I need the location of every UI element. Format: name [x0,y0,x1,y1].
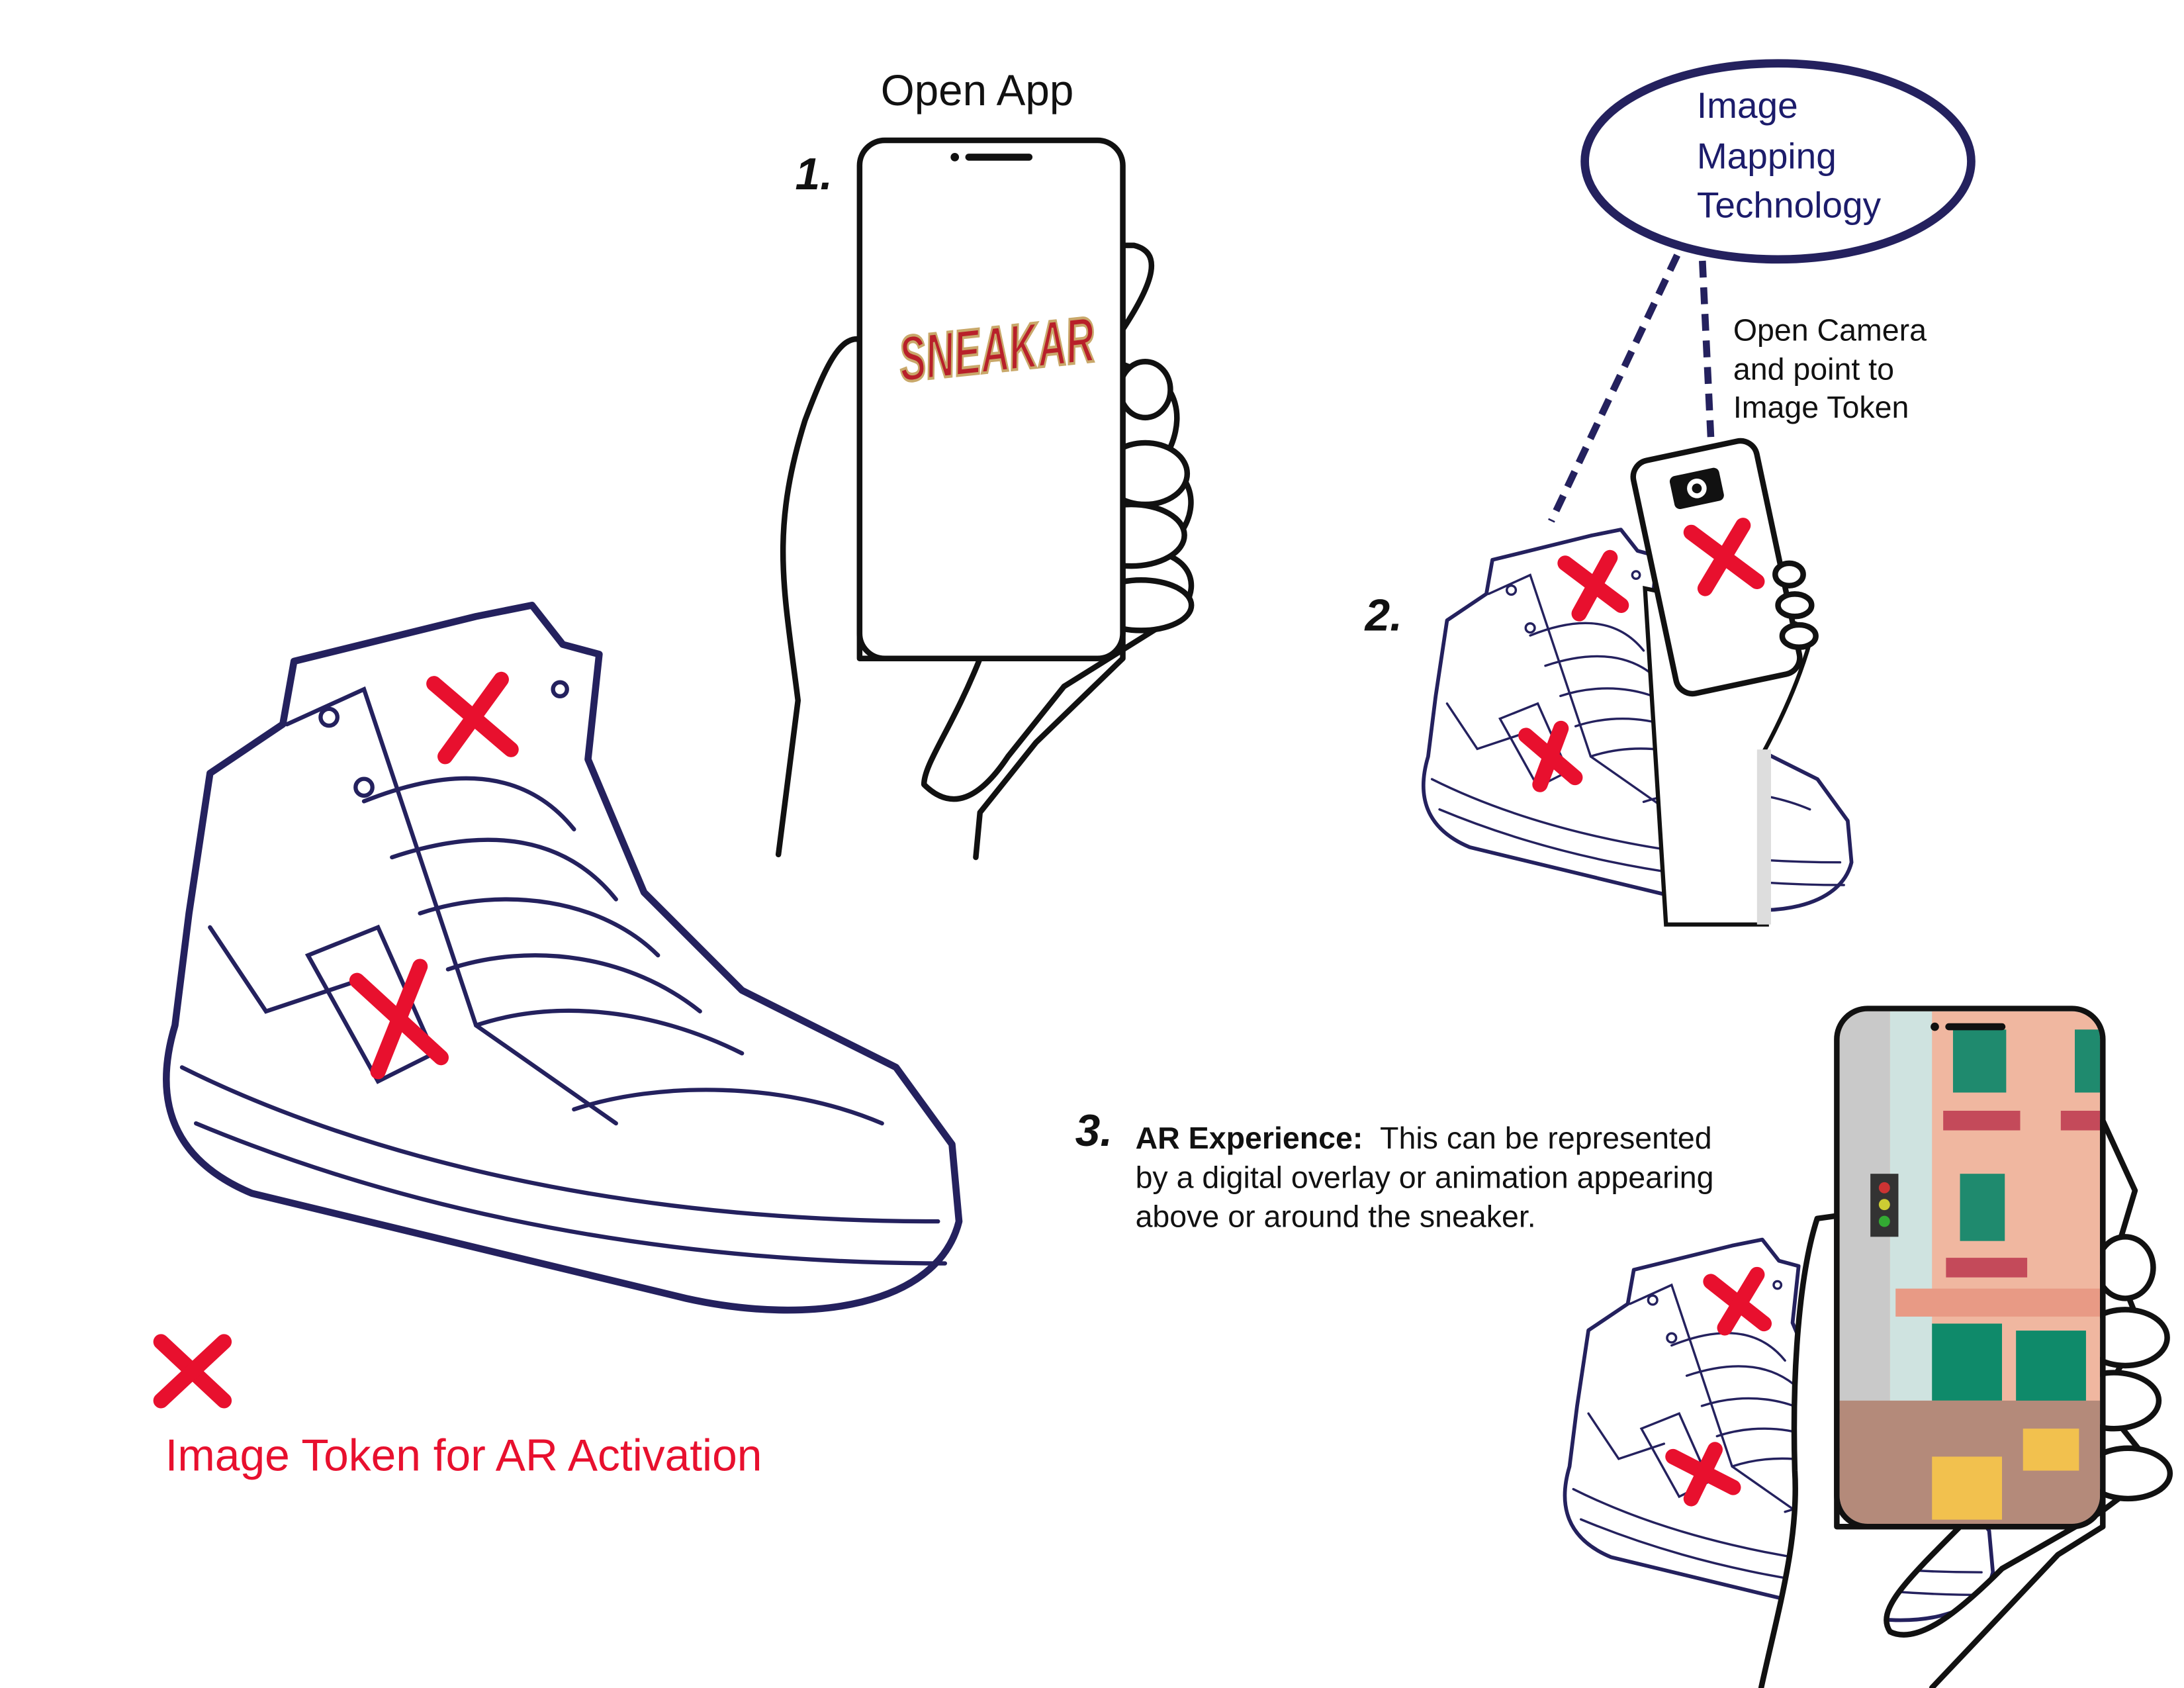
step2-instruction-1: Open Camera [1733,313,1927,348]
step3-number: 3. [1075,1106,1113,1156]
ar-city-scene [1840,1011,2103,1526]
image-mapping-bubble: Image Mapping Technology [1585,64,1972,259]
step1-number: 1. [796,150,833,199]
step3-line-1: This can be represented [1380,1121,1712,1155]
legend-red-x-icon [161,1342,224,1401]
step3-description: AR Experience: This can be represented [1136,1121,1712,1155]
phone-open-app [860,140,1123,659]
legend-label: Image Token for AR Activation [165,1431,762,1481]
dashed-connector [1702,261,1711,438]
phone-ar-experience [1837,1009,2103,1527]
step3-line-3: above or around the sneaker. [1136,1199,1536,1234]
step3-line-2: by a digital overlay or animation appear… [1136,1160,1714,1194]
step2-instruction-3: Image Token [1733,390,1909,424]
bubble-line-1: Image [1697,85,1798,126]
step3-bold-label: AR Experience: [1136,1121,1363,1155]
step2-instruction-2: and point to [1733,352,1894,387]
bubble-line-3: Technology [1697,184,1882,225]
step2-number: 2. [1364,590,1402,640]
step1-title: Open App [881,66,1074,115]
bubble-line-2: Mapping [1697,135,1837,176]
